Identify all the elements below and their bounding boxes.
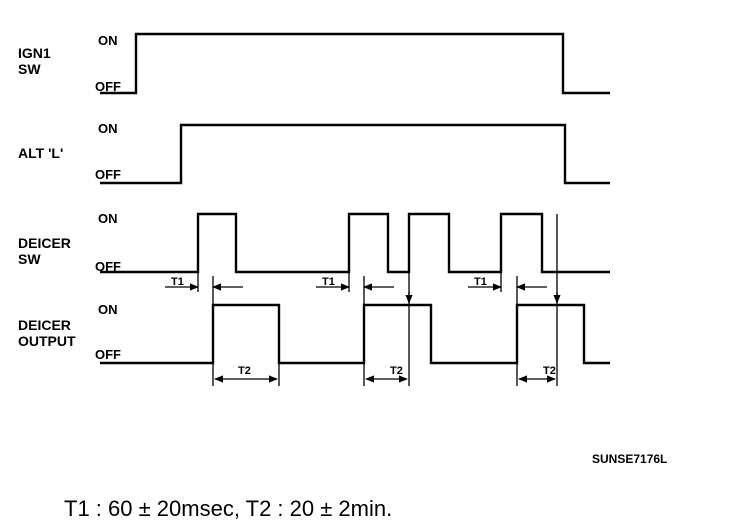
- deicer-output-labels: DEICER OUTPUT ON OFF: [18, 302, 121, 362]
- t2-label-3: T2: [543, 365, 556, 377]
- ign1-sw-on-label: ON: [98, 33, 118, 48]
- alt-l-waveform: [100, 123, 610, 185]
- restart-arrows: [405, 292, 561, 304]
- t2-markers: T2 T2 T2: [214, 365, 556, 383]
- deicer-sw-waveform: [100, 212, 610, 274]
- t1-label-3: T1: [474, 276, 487, 288]
- ign1-sw-off-label: OFF: [95, 79, 121, 94]
- ign1-sw-labels: IGN1 SW ON OFF: [18, 33, 121, 94]
- deicer-sw-off-label: OFF: [95, 259, 121, 274]
- t2-label-1: T2: [238, 365, 251, 377]
- deicer-sw-on-label: ON: [98, 211, 118, 226]
- deicer-sw-labels: DEICER SW ON OFF: [18, 211, 121, 274]
- figure-code: SUNSE7176L: [592, 452, 667, 466]
- deicer-output-waveform: [100, 303, 610, 365]
- deicer-output-label-line2: OUTPUT: [18, 333, 76, 349]
- timing-spec-note: T1 : 60 ± 20msec, T2 : 20 ± 2min.: [64, 496, 393, 521]
- deicer-sw-label-line2: SW: [18, 251, 41, 267]
- alt-l-label: ALT 'L': [18, 145, 63, 161]
- t2-label-2: T2: [390, 365, 403, 377]
- deicer-output-label-line1: DEICER: [18, 317, 71, 333]
- deicer-sw-label-line1: DEICER: [18, 235, 71, 251]
- ign1-sw-label-line1: IGN1: [18, 45, 51, 61]
- deicer-output-on-label: ON: [98, 302, 118, 317]
- alt-l-labels: ALT 'L' ON OFF: [18, 121, 121, 182]
- alt-l-on-label: ON: [98, 121, 118, 136]
- t1-markers: T1 T1 T1: [165, 276, 547, 291]
- ign1-sw-waveform: [100, 32, 610, 95]
- deicer-output-off-label: OFF: [95, 347, 121, 362]
- alt-l-off-label: OFF: [95, 167, 121, 182]
- reference-lines: [197, 214, 558, 386]
- t1-label-1: T1: [171, 276, 184, 288]
- t1-label-2: T1: [322, 276, 335, 288]
- ign1-sw-label-line2: SW: [18, 61, 41, 77]
